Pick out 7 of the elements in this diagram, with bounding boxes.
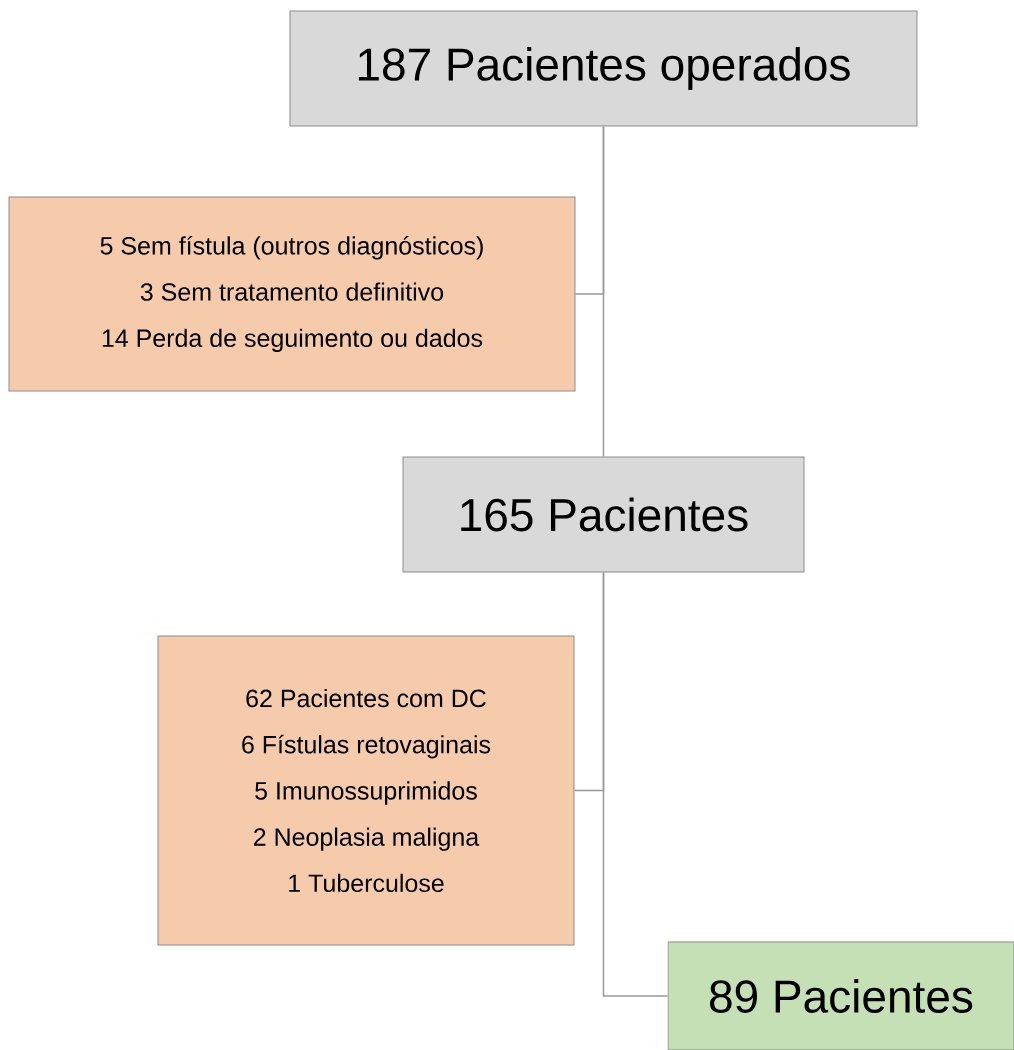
result-box: 89 Pacientes bbox=[667, 941, 1014, 1050]
connector-line bbox=[573, 571, 605, 792]
count-box: 165 Pacientes bbox=[402, 456, 805, 573]
exclusion-box: 62 Pacientes com DC 6 Fístulas retovaginais 5 Imunossuprimidos 2 Neoplasia maligna 1 Tuberculose bbox=[157, 635, 575, 946]
exclusion-box: 5 Sem fístula (outros diagnósticos) 3 Sem tratamento definitivo 14 Perda de seguimento ou dados bbox=[8, 196, 576, 392]
count-box: 187 Pacientes operados bbox=[289, 10, 918, 127]
connector-line bbox=[574, 125, 605, 295]
